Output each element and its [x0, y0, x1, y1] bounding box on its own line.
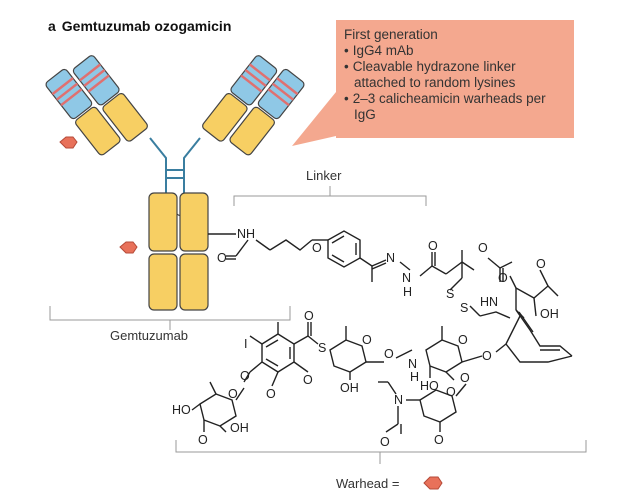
atom-label: HO: [172, 403, 191, 417]
atom-label: O: [428, 239, 438, 253]
callout-pointer: [292, 92, 336, 146]
callout-box: [336, 20, 574, 138]
atom-label: H: [410, 370, 419, 384]
left-fab-arm: [45, 55, 148, 156]
callout-bullet-text: Cleavable hydrazone linker attached to r…: [352, 59, 516, 90]
light-chain-variable: [230, 55, 278, 106]
aromatic-ring: [261, 333, 295, 373]
atom-label: OH: [540, 307, 559, 321]
atom-labels: NH O O N N H O S S O O HN O OH I O S O O…: [172, 227, 559, 449]
atom-label: O: [434, 433, 444, 447]
light-chain-variable: [72, 55, 120, 106]
heavy-chain-variable: [45, 68, 93, 120]
atom-label: NH: [237, 227, 255, 241]
fc-ch2-left: [148, 192, 178, 252]
atom-label: O: [217, 251, 227, 265]
light-chain-constant: [102, 93, 148, 142]
sugar-ring: [425, 339, 463, 373]
atom-label: S: [318, 341, 326, 355]
atom-label: O: [266, 387, 276, 401]
warhead-sugars: [191, 322, 507, 434]
atom-label: O: [460, 371, 470, 385]
atom-label: O: [362, 333, 372, 347]
fc-ch2-right: [179, 192, 209, 252]
sugar-ring: [419, 389, 457, 423]
light-chain-constant: [202, 93, 248, 142]
linker-structure: [208, 230, 511, 319]
callout-heading: First generation: [344, 27, 438, 42]
antibody-bracket: [49, 306, 291, 330]
heavy-chain-constant: [75, 106, 121, 156]
atom-label: S: [460, 301, 468, 315]
atom-label: O: [478, 241, 488, 255]
atom-label: O: [446, 385, 456, 399]
warhead-hexagon-icon: [423, 476, 443, 490]
fc-ch3-left: [148, 253, 178, 311]
callout-bullet-text: 2–3 calicheamicin warheads per IgG: [352, 91, 546, 122]
antibody-label: Gemtuzumab: [110, 328, 189, 343]
atom-label: OH: [230, 421, 249, 435]
atom-label: I: [244, 337, 247, 351]
atom-label: N: [408, 357, 417, 371]
panel-title: Gemtuzumab ozogamicin: [61, 18, 232, 34]
atom-label: N: [402, 271, 411, 285]
atom-label: O: [384, 347, 394, 361]
callout-bullet: •2–3 calicheamicin warheads per IgG: [344, 91, 546, 122]
figure-title: a Gemtuzumab ozogamicin: [48, 18, 231, 34]
atom-label: O: [482, 349, 492, 363]
warhead-label: Warhead =: [336, 476, 400, 491]
atom-label: O: [380, 435, 390, 449]
atom-label: HO: [420, 379, 439, 393]
atom-label: O: [458, 333, 468, 347]
atom-label: OH: [340, 381, 359, 395]
atom-label: N: [386, 251, 395, 265]
callout-bullet-text: IgG4 mAb: [352, 43, 414, 58]
atom-label: N: [394, 393, 403, 407]
atom-label: O: [228, 387, 238, 401]
atom-label: O: [240, 369, 250, 383]
atom-label: O: [536, 257, 546, 271]
calicheamicin-core: [487, 257, 573, 363]
heavy-chain-variable: [257, 68, 305, 120]
fc-ch3-right: [179, 253, 209, 311]
callout-bullet: •IgG4 mAb: [344, 43, 414, 58]
linker-label: Linker: [306, 168, 342, 183]
warhead-hexagon-icon: [119, 241, 138, 254]
right-fab-arm: [202, 55, 305, 156]
callout-text: First generation •IgG4 mAb •Cleavable hy…: [344, 27, 564, 123]
atom-label: O: [312, 241, 322, 255]
atom-label: HN: [480, 295, 498, 309]
atom-label: S: [446, 287, 454, 301]
heavy-chain-constant: [229, 106, 275, 156]
atom-label: O: [498, 271, 508, 285]
antibody-drawing: [45, 55, 305, 311]
fc-region: [148, 192, 209, 311]
atom-label: O: [303, 373, 313, 387]
atom-label: H: [403, 285, 412, 299]
atom-label: O: [198, 433, 208, 447]
panel-letter: a: [48, 18, 56, 34]
sugar-ring: [329, 339, 367, 373]
linker-bracket: [233, 186, 427, 206]
atom-label: O: [304, 309, 314, 323]
warhead-bracket: [175, 440, 587, 464]
warhead-hexagon-icon: [59, 136, 78, 149]
callout-bullet: •Cleavable hydrazone linker attached to …: [344, 59, 516, 90]
